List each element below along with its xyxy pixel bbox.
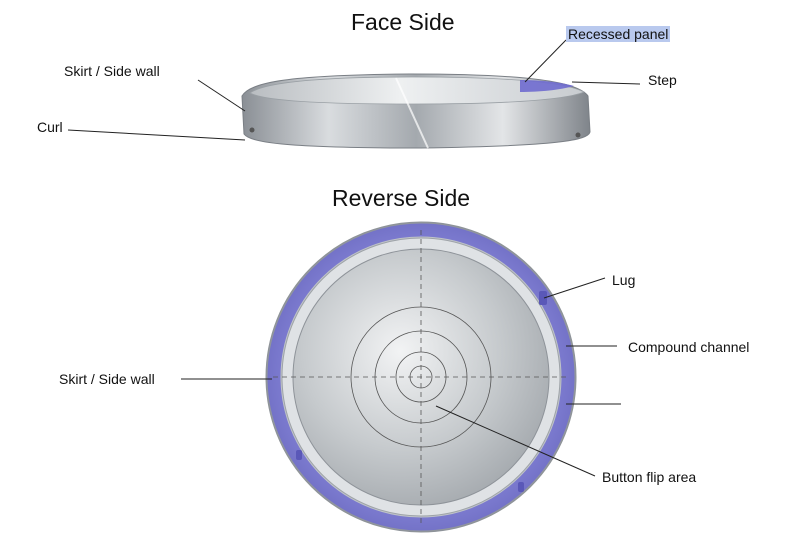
label-button-flip-area: Button flip area: [602, 469, 697, 485]
label-lug: Lug: [612, 272, 636, 288]
label-skirt-side-wall-top: Skirt / Side wall: [64, 63, 160, 79]
reverse-side-leaders: [181, 277, 621, 477]
reference-guides: [273, 230, 570, 524]
lug-mark: [539, 291, 547, 305]
label-recessed-panel: Recessed panel: [566, 26, 671, 42]
label-skirt-side-wall-bottom: Skirt / Side wall: [59, 371, 155, 387]
face-side-leaders: [67, 39, 641, 141]
recessed-panel-highlight: [520, 80, 574, 92]
label-compound-channel: Compound channel: [628, 339, 750, 355]
curl-detail-right: [575, 132, 581, 138]
curl-detail-left: [249, 127, 255, 133]
label-curl: Curl: [37, 119, 63, 135]
label-step: Step: [648, 72, 677, 88]
face-side-cap: [241, 73, 591, 149]
face-side-heading: Face Side: [351, 9, 455, 35]
reverse-side-heading: Reverse Side: [332, 185, 471, 211]
